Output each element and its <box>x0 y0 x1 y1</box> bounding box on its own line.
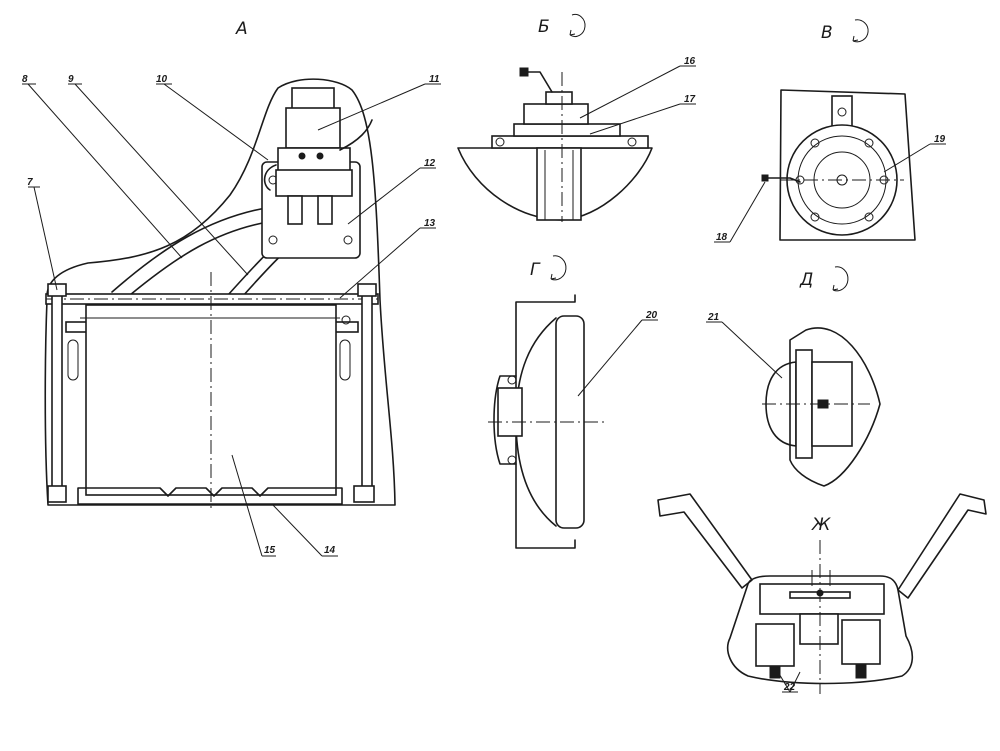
flange-hole <box>810 212 820 222</box>
callout-17: 17 <box>684 94 696 105</box>
terminal-screw <box>298 152 306 160</box>
plug-left-zh <box>769 665 781 679</box>
view-label-v: В <box>821 23 833 43</box>
plug-right-zh <box>855 663 867 679</box>
top-b <box>545 91 573 105</box>
block-right-zh <box>841 619 881 665</box>
slot-right <box>339 339 351 381</box>
callout-22: 22 <box>783 682 796 693</box>
leaders-zh <box>777 671 801 693</box>
terminal-v <box>763 177 801 183</box>
view-d: Д 21 <box>706 266 881 487</box>
bolt-g <box>507 375 517 385</box>
callout-21: 21 <box>707 312 720 323</box>
leaders-v <box>714 143 946 243</box>
bolt-b <box>495 137 505 147</box>
rotation-arrow-icon <box>852 19 869 43</box>
rotation-arrow-icon <box>832 266 849 292</box>
connector-b <box>519 67 529 77</box>
flange-hole <box>810 138 820 148</box>
callout-11: 11 <box>429 74 440 85</box>
panel-zh <box>759 583 885 615</box>
relay-terminal <box>317 195 333 225</box>
relay-wire <box>339 119 373 151</box>
terminal-v-end <box>761 174 769 182</box>
lamp-bottom-lip <box>77 487 343 505</box>
relay-body <box>285 107 341 149</box>
callout-10: 10 <box>156 74 168 85</box>
terminal-screw <box>316 152 324 160</box>
view-label-b: Б <box>538 17 550 37</box>
handlebar-left <box>657 493 753 589</box>
callout-14: 14 <box>324 545 336 556</box>
rod-right <box>361 287 373 497</box>
callout-9: 9 <box>68 74 74 85</box>
leaders-g <box>577 319 658 397</box>
leaders-a <box>22 83 441 557</box>
rod-left <box>51 287 63 497</box>
leaders-d <box>706 321 783 379</box>
view-label-d: Д <box>799 270 813 290</box>
callout-16: 16 <box>684 56 696 67</box>
foot-right <box>353 485 375 503</box>
hose-8b <box>129 219 281 296</box>
shell-zh <box>726 575 914 685</box>
view-label-a: А <box>235 19 248 39</box>
handlebar-right <box>897 493 987 599</box>
plate-bolt <box>343 235 353 245</box>
callout-19: 19 <box>934 134 946 145</box>
view-label-zh: Ж <box>811 515 831 535</box>
rotation-arrow-icon <box>569 14 586 37</box>
plate-b <box>513 123 621 137</box>
leaders-b <box>579 65 696 135</box>
nut-right <box>357 283 377 297</box>
block-left-zh <box>755 623 795 667</box>
relay-base <box>277 147 351 173</box>
callout-7: 7 <box>27 177 33 188</box>
callout-20: 20 <box>645 310 658 321</box>
body-b <box>523 103 589 125</box>
relay-bracket <box>275 169 353 197</box>
callout-12: 12 <box>424 158 436 169</box>
mount-bolt-v <box>837 107 847 117</box>
relay-wire <box>263 164 277 191</box>
view-b: Б 16 17 <box>457 14 696 222</box>
view-v: В 19 18 <box>714 19 946 243</box>
mount-v <box>831 95 853 127</box>
view-g: Г 20 <box>488 255 658 549</box>
flange-hole <box>864 212 874 222</box>
bracket-b <box>536 147 582 221</box>
rotation-arrow-icon <box>550 255 567 281</box>
hose-8 <box>111 205 279 293</box>
bolt-g <box>507 455 517 465</box>
plate-bolt <box>268 235 278 245</box>
view-zh: Ж 22 <box>657 493 987 694</box>
socket-g <box>497 387 523 437</box>
bolt-b <box>627 137 637 147</box>
panel-v <box>779 89 916 241</box>
view-a: А <box>22 19 441 557</box>
callout-8: 8 <box>22 74 28 85</box>
view-label-g: Г <box>530 260 541 280</box>
relay-terminal <box>287 195 303 225</box>
rear-g <box>493 375 517 465</box>
connector-d <box>817 399 829 409</box>
bar-bolt <box>341 315 351 325</box>
shell-d <box>789 327 881 487</box>
callout-15: 15 <box>264 545 276 556</box>
slot-left <box>67 339 79 381</box>
callout-13: 13 <box>424 218 436 229</box>
flange-hole <box>864 138 874 148</box>
center-zh <box>799 613 839 645</box>
relay-cap <box>291 87 335 111</box>
foot-left <box>47 485 67 503</box>
callout-18: 18 <box>716 232 728 243</box>
flange-b <box>491 135 649 149</box>
fairing-outline <box>44 78 396 506</box>
